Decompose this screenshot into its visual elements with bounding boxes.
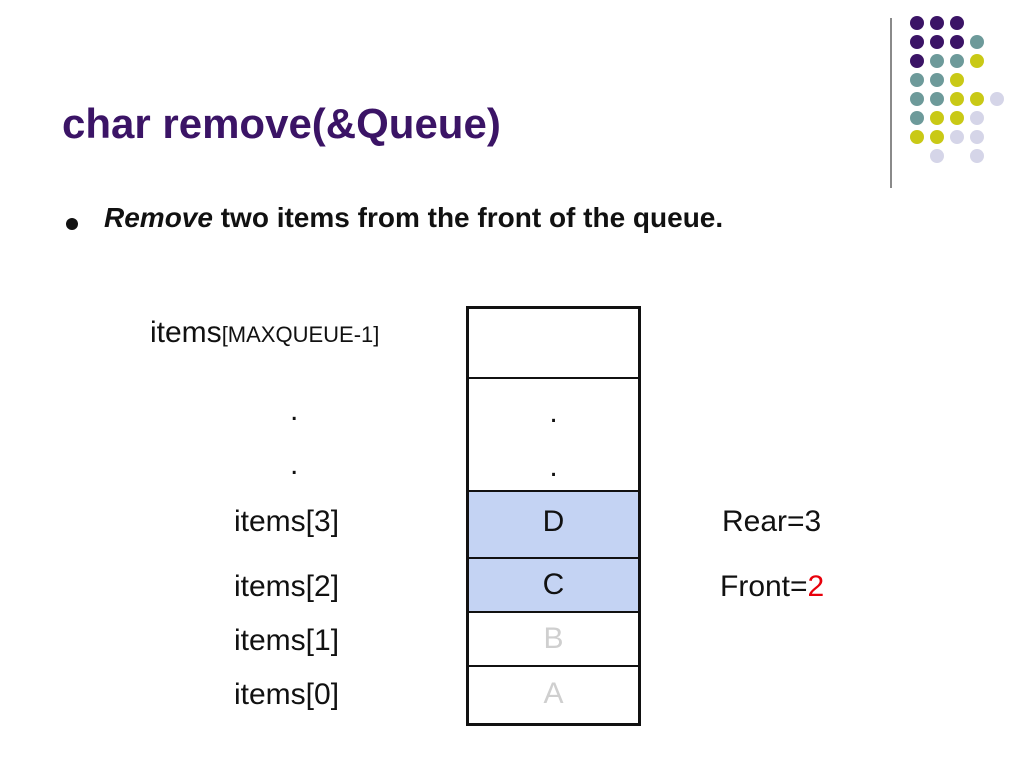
decor-dot [930, 111, 944, 125]
decor-dot [910, 54, 924, 68]
decor-dot [990, 92, 1004, 106]
queue-cell-1: B [543, 622, 564, 655]
front-label: Front=2 [720, 570, 824, 604]
label-items-max-main: items [150, 316, 222, 349]
decorative-dot-grid-icon [910, 16, 1010, 166]
decor-dot [930, 92, 944, 106]
decor-dot [930, 35, 944, 49]
queue-cell-max [469, 309, 638, 377]
label-ellipsis-2: . [290, 448, 299, 481]
decor-dot [950, 16, 964, 30]
queue-divider [469, 611, 638, 613]
label-ellipsis-1: . [290, 394, 299, 427]
decor-dot [910, 130, 924, 144]
decor-dot [930, 16, 944, 30]
decor-dot [970, 149, 984, 163]
decor-dot [910, 92, 924, 106]
decor-dot [970, 35, 984, 49]
label-items-max: items[MAXQUEUE-1] [150, 316, 379, 350]
label-items-1: items[1] [234, 624, 340, 657]
decor-dot [910, 16, 924, 30]
queue-divider [469, 665, 638, 667]
decor-dot [910, 111, 924, 125]
decor-dot [930, 54, 944, 68]
rear-label: Rear=3 [722, 505, 822, 538]
decorative-divider [890, 18, 892, 188]
decor-dot [950, 35, 964, 49]
decor-dot [970, 130, 984, 144]
decor-dot [910, 73, 924, 87]
decor-dot [950, 54, 964, 68]
bullet-emphasis: Remove [104, 202, 213, 233]
decor-dot [930, 149, 944, 163]
bullet-text: Remove two items from the front of the q… [104, 202, 723, 234]
decor-dot [950, 111, 964, 125]
decor-dot [970, 92, 984, 106]
bullet-rest: two items from the front of the queue. [212, 202, 724, 233]
queue-divider [469, 557, 638, 559]
decor-dot [950, 130, 964, 144]
queue-divider [469, 377, 638, 379]
queue-cell-0: A [543, 677, 564, 710]
decor-dot [910, 35, 924, 49]
decor-dot [970, 54, 984, 68]
bullet-dot-icon [66, 218, 78, 230]
queue-cell-3: D [469, 492, 638, 557]
decor-dot [970, 111, 984, 125]
queue-cell-ellipsis-1: . [549, 396, 558, 429]
queue-cell-ellipsis-2: . [549, 450, 558, 483]
queue-array: . . D C B A [466, 306, 641, 726]
decor-dot [930, 73, 944, 87]
label-items-0: items[0] [234, 678, 340, 711]
label-items-2: items[2] [234, 570, 340, 603]
decor-dot [950, 73, 964, 87]
queue-divider [469, 490, 638, 492]
decor-dot [950, 92, 964, 106]
label-items-3: items[3] [234, 505, 340, 538]
slide-title: char remove(&Queue) [62, 100, 501, 147]
decor-dot [930, 130, 944, 144]
label-items-max-sub: [MAXQUEUE-1] [221, 322, 380, 347]
queue-cell-2: C [469, 559, 638, 611]
front-label-text: Front= [720, 570, 808, 603]
front-value: 2 [807, 570, 825, 603]
